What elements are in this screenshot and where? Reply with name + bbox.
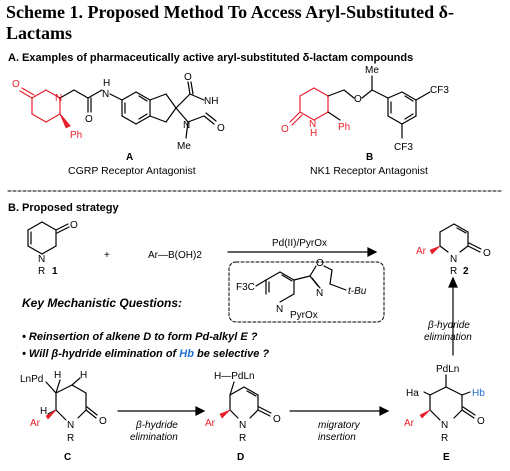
product-2-label: 2 — [463, 266, 469, 277]
compound-a-atom-nh: NH — [204, 96, 218, 107]
pyrox-tbu: t-Bu — [348, 286, 367, 297]
intermediate-d-structure — [229, 381, 272, 419]
compound-a-label: A — [126, 152, 133, 163]
pyrox-f3c: F3C — [236, 282, 255, 293]
e-ar: Ar — [404, 418, 415, 429]
up-arrow-label-1: β-hydride — [427, 320, 470, 331]
d-atom-o: O — [273, 414, 281, 425]
compound-b-atom-o1: O — [281, 124, 289, 135]
product-2-structure — [439, 223, 482, 253]
compound-a-atom-o1: O — [12, 79, 20, 90]
compound-b-cf3-1: CF3 — [430, 85, 449, 96]
plus-sign: + — [104, 250, 110, 261]
compound-a-me: Me — [177, 141, 191, 152]
c-h1: H — [54, 370, 61, 381]
intermediate-c-structure — [45, 377, 98, 421]
compound-b-me: Me — [365, 65, 379, 76]
reagent-1-structure — [27, 221, 70, 255]
compound-a-atom-n3: N — [183, 120, 190, 131]
intermediate-e-structure — [423, 374, 476, 421]
section-a-heading: A. Examples of pharmaceutically active a… — [8, 52, 414, 64]
pyrox-o: O — [316, 258, 324, 269]
product-2-atom-n: N — [450, 254, 457, 265]
compound-a-atom-h: H — [103, 78, 110, 89]
d-hpdln: H—PdLn — [214, 371, 255, 382]
e-pdln: PdLn — [436, 364, 459, 375]
c-h2: H — [80, 370, 87, 381]
section-b-heading: B. Proposed strategy — [8, 202, 119, 214]
product-2-ar: Ar — [416, 246, 427, 257]
product-2-atom-r: R — [450, 266, 457, 277]
d-ar: Ar — [205, 418, 216, 429]
c-atom-r: R — [67, 433, 74, 444]
compound-a-atom-o4: O — [217, 123, 225, 134]
e-atom-o: O — [477, 416, 485, 427]
e-ha: Ha — [406, 388, 419, 399]
c-h3: H — [40, 406, 47, 417]
compound-a-atom-o3: O — [184, 72, 192, 83]
conditions-label: Pd(II)/PyrOx — [272, 238, 327, 249]
question-2-prefix: Will β-hydride elimination of — [28, 348, 180, 360]
c-atom-o: O — [99, 416, 107, 427]
reagent-1-label: 1 — [52, 266, 58, 277]
compound-a-caption: CGRP Receptor Antagonist — [68, 165, 196, 177]
compound-b-ph: Ph — [338, 122, 350, 133]
compound-b-label: B — [366, 152, 373, 163]
scheme-title: Scheme 1. Proposed Method To Access Aryl… — [6, 2, 455, 43]
boronic-acid: Ar—B(OH)2 — [148, 250, 202, 261]
question-1: • Reinsertion of alkene D to form Pd-alk… — [22, 331, 258, 343]
e-hb: Hb — [472, 388, 485, 399]
pyrox-n2: N — [316, 288, 323, 299]
c-lnpd: LnPd — [20, 374, 43, 385]
c-label: C — [64, 452, 71, 463]
question-1-text: Reinsertion of alkene D to form Pd-alkyl… — [28, 331, 258, 343]
d-label: D — [237, 452, 244, 463]
key-questions-title: Key Mechanistic Questions: — [22, 296, 183, 310]
arrow-d-e-label-2: insertion — [318, 432, 356, 443]
reagent-1-atom-r: R — [38, 266, 45, 277]
product-2-atom-o: O — [483, 248, 491, 259]
d-atom-n: N — [239, 420, 246, 431]
up-arrow-label-2: elimination — [424, 332, 472, 343]
compound-a-atom-n1: N — [55, 93, 62, 104]
pyrox-box — [228, 261, 385, 323]
pyrox-structure — [255, 265, 347, 303]
compound-a-atom-o2: O — [85, 114, 93, 125]
c-atom-n: N — [67, 420, 74, 431]
pyrox-label: PyrOx — [290, 310, 318, 321]
reagent-1-atom-o: O — [70, 220, 78, 231]
compound-a-ph: Ph — [70, 130, 82, 141]
compound-b-atom-n: N — [309, 119, 316, 130]
e-atom-r: R — [441, 433, 448, 444]
c-ar: Ar — [30, 418, 41, 429]
arrow-c-d-label-2: elimination — [130, 432, 178, 443]
e-atom-n: N — [441, 420, 448, 431]
question-2: • Will β-hydride elimination of Hb be se… — [22, 348, 270, 360]
question-2-suffix: be selective ? — [193, 348, 270, 360]
arrow-d-e-label-1: migratory — [318, 420, 361, 431]
e-label: E — [443, 452, 450, 463]
arrow-c-d-label-1: β-hydride — [135, 420, 178, 431]
question-2-highlight: Hb — [179, 348, 194, 360]
compound-a-atom-n2: N — [102, 89, 109, 100]
compound-b-structure — [289, 75, 431, 139]
compound-b-atom-o2: O — [354, 94, 362, 105]
pyrox-n1: N — [276, 304, 283, 315]
compound-b-atom-h: H — [310, 128, 317, 139]
reagent-1-atom-n: N — [38, 254, 45, 265]
compound-b-caption: NK1 Receptor Antagonist — [310, 165, 428, 177]
compound-b-cf3-2: CF3 — [394, 142, 413, 153]
d-atom-r: R — [239, 433, 246, 444]
